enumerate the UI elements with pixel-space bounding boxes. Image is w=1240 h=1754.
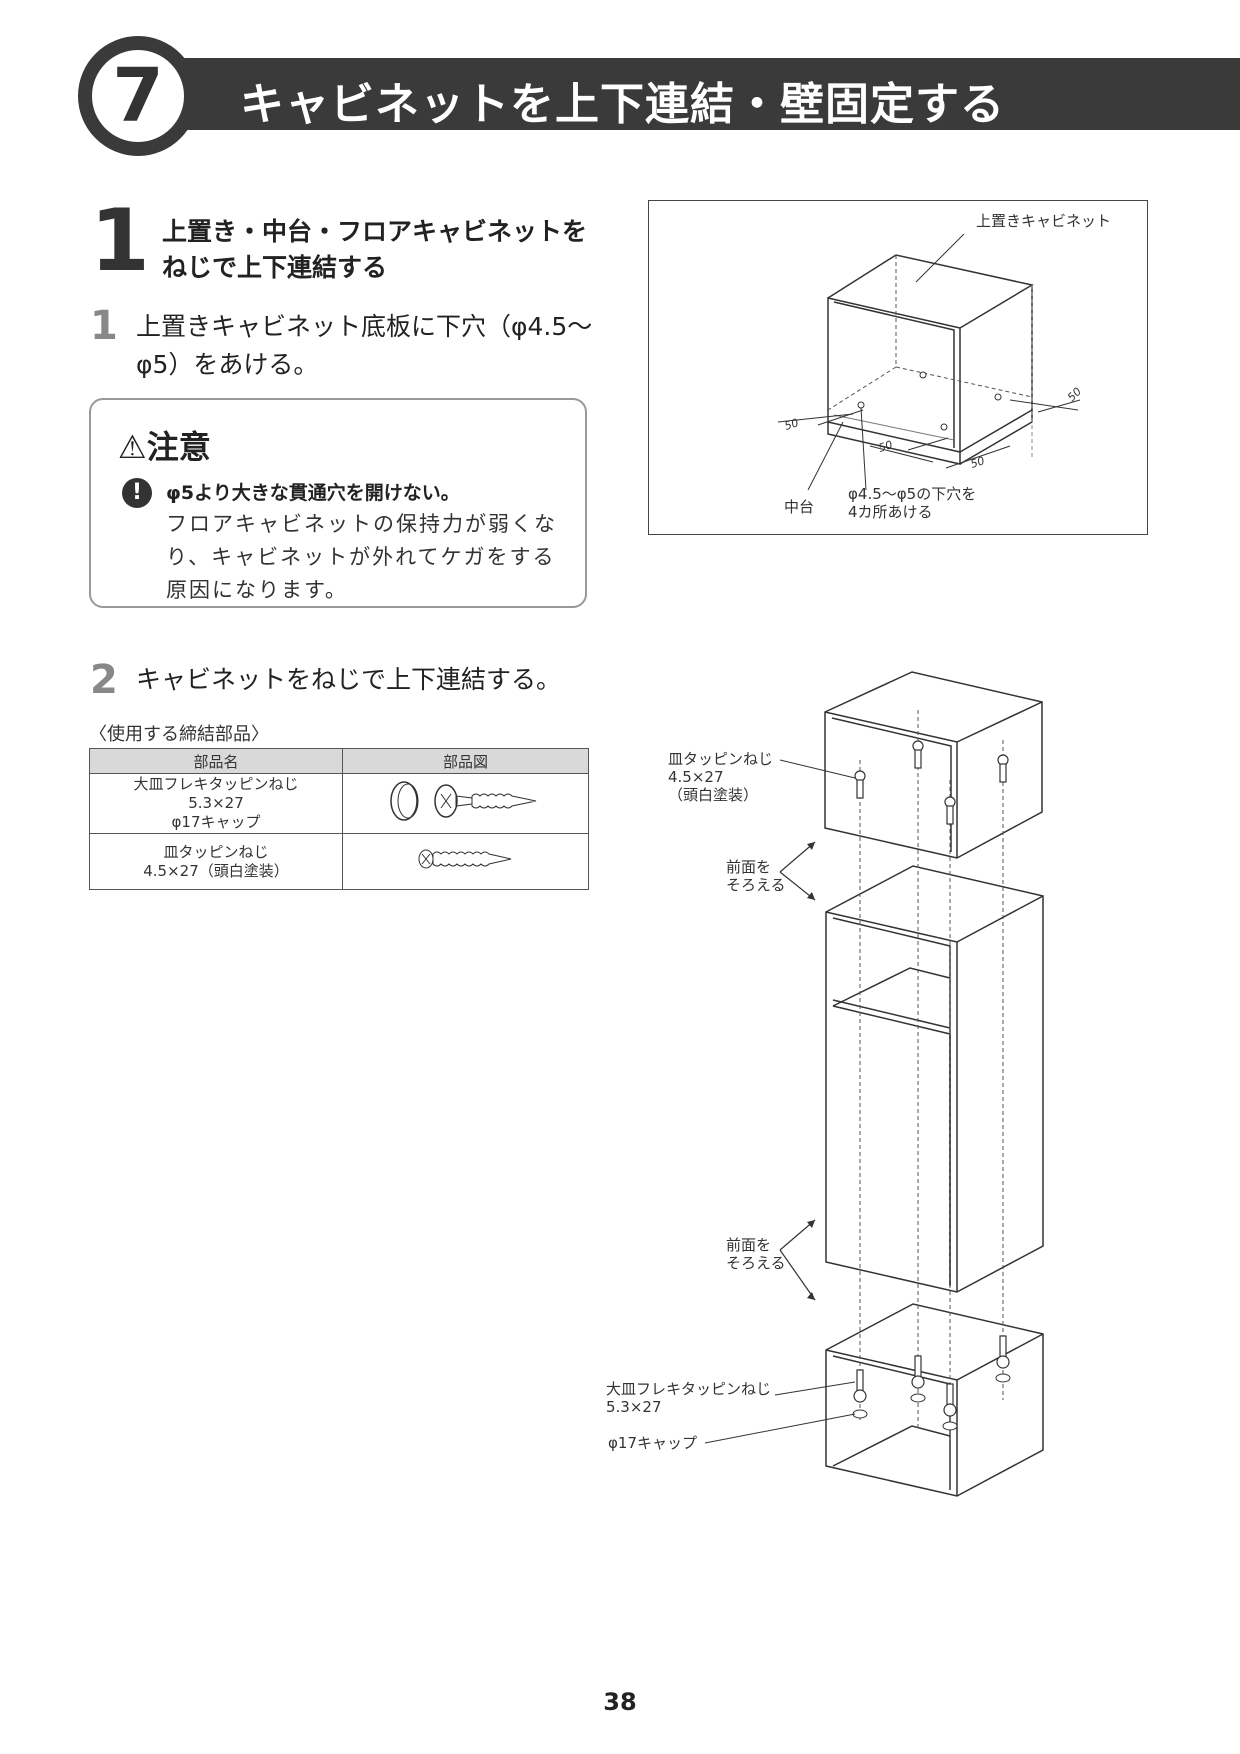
screw-icon bbox=[911, 1355, 925, 1389]
hole-label: φ4.5〜φ5の下穴を 4カ所あける bbox=[848, 485, 977, 521]
screw-icon bbox=[996, 1335, 1010, 1369]
step-big-number: 1 bbox=[90, 191, 150, 291]
column-header: 部品名 bbox=[89, 748, 343, 774]
align-front-label: 前面を そろえる bbox=[726, 858, 786, 894]
step-number: 7 bbox=[92, 50, 184, 142]
substep-number: 1 bbox=[90, 303, 118, 349]
middle-stand-label: 中台 bbox=[784, 498, 815, 516]
parts-table: 部品名 部品図 大皿フレキタッピンねじ 5.3×27 φ17キャップ 皿タッピン… bbox=[89, 748, 589, 890]
table-row: 大皿フレキタッピンねじ 5.3×27 φ17キャップ bbox=[89, 773, 589, 834]
big-screw-label: 大皿フレキタッピンねじ 5.3×27 bbox=[606, 1380, 772, 1416]
header-bar bbox=[150, 58, 1240, 130]
table-header-row: 部品名 部品図 bbox=[89, 748, 589, 774]
stacking-diagram bbox=[704, 671, 1044, 1497]
top-cabinet-label: 上置きキャビネット bbox=[976, 212, 1112, 230]
caution-heading: ⚠注意 bbox=[118, 428, 211, 466]
substep-text: キャビネットをねじで上下連結する。 bbox=[136, 665, 562, 694]
caution-body: フロアキャビネットの保持力が弱くなり、キャビネットが外れてケガをする原因になりま… bbox=[166, 512, 557, 602]
dimension-label: 50 bbox=[969, 454, 986, 471]
table-row: 皿タッピンねじ 4.5×27（頭白塗装） bbox=[89, 833, 589, 890]
drilling-diagram: 50 50 50 50 bbox=[777, 233, 1084, 491]
column-header: 部品図 bbox=[342, 748, 589, 774]
dimension-label: 50 bbox=[877, 438, 894, 455]
screw-icon bbox=[854, 770, 866, 799]
part-name: 皿タッピンねじ 4.5×27（頭白塗装） bbox=[89, 833, 343, 890]
page-number: 38 bbox=[603, 1688, 637, 1716]
dimension-label: 50 bbox=[1065, 385, 1084, 404]
substep-text: 上置きキャビネット底板に下穴（φ4.5〜 φ5）をあける。 bbox=[136, 312, 593, 379]
step-title: 上置き・中台・フロアキャビネットを ねじで上下連結する bbox=[162, 217, 588, 282]
screw-icon bbox=[997, 754, 1009, 783]
page-title: キャビネットを上下連結・壁固定する bbox=[240, 79, 1005, 130]
part-figure bbox=[342, 833, 589, 890]
screw-icon bbox=[853, 1369, 867, 1403]
caution-box bbox=[89, 398, 587, 608]
screw-icon bbox=[944, 796, 956, 825]
part-figure bbox=[342, 773, 589, 834]
caution-lead: φ5より大きな貫通穴を開けない。 bbox=[166, 482, 460, 504]
cap-and-screw-icon bbox=[389, 781, 536, 821]
screw-icon bbox=[943, 1383, 957, 1417]
screw-icon bbox=[912, 740, 924, 769]
substep-number: 2 bbox=[90, 657, 118, 703]
screw-label: 皿タッピンねじ 4.5×27 （頭白塗装） bbox=[668, 750, 774, 804]
align-front-label: 前面を そろえる bbox=[726, 1236, 786, 1272]
parts-caption: 〈使用する締結部品〉 bbox=[89, 724, 269, 745]
cap-label: φ17キャップ bbox=[608, 1434, 697, 1452]
drilling-diagram-frame bbox=[648, 200, 1148, 535]
prohibition-icon: ! bbox=[122, 478, 152, 508]
dimension-label: 50 bbox=[783, 416, 800, 433]
screw-icon bbox=[418, 849, 511, 869]
part-name: 大皿フレキタッピンねじ 5.3×27 φ17キャップ bbox=[89, 773, 343, 834]
